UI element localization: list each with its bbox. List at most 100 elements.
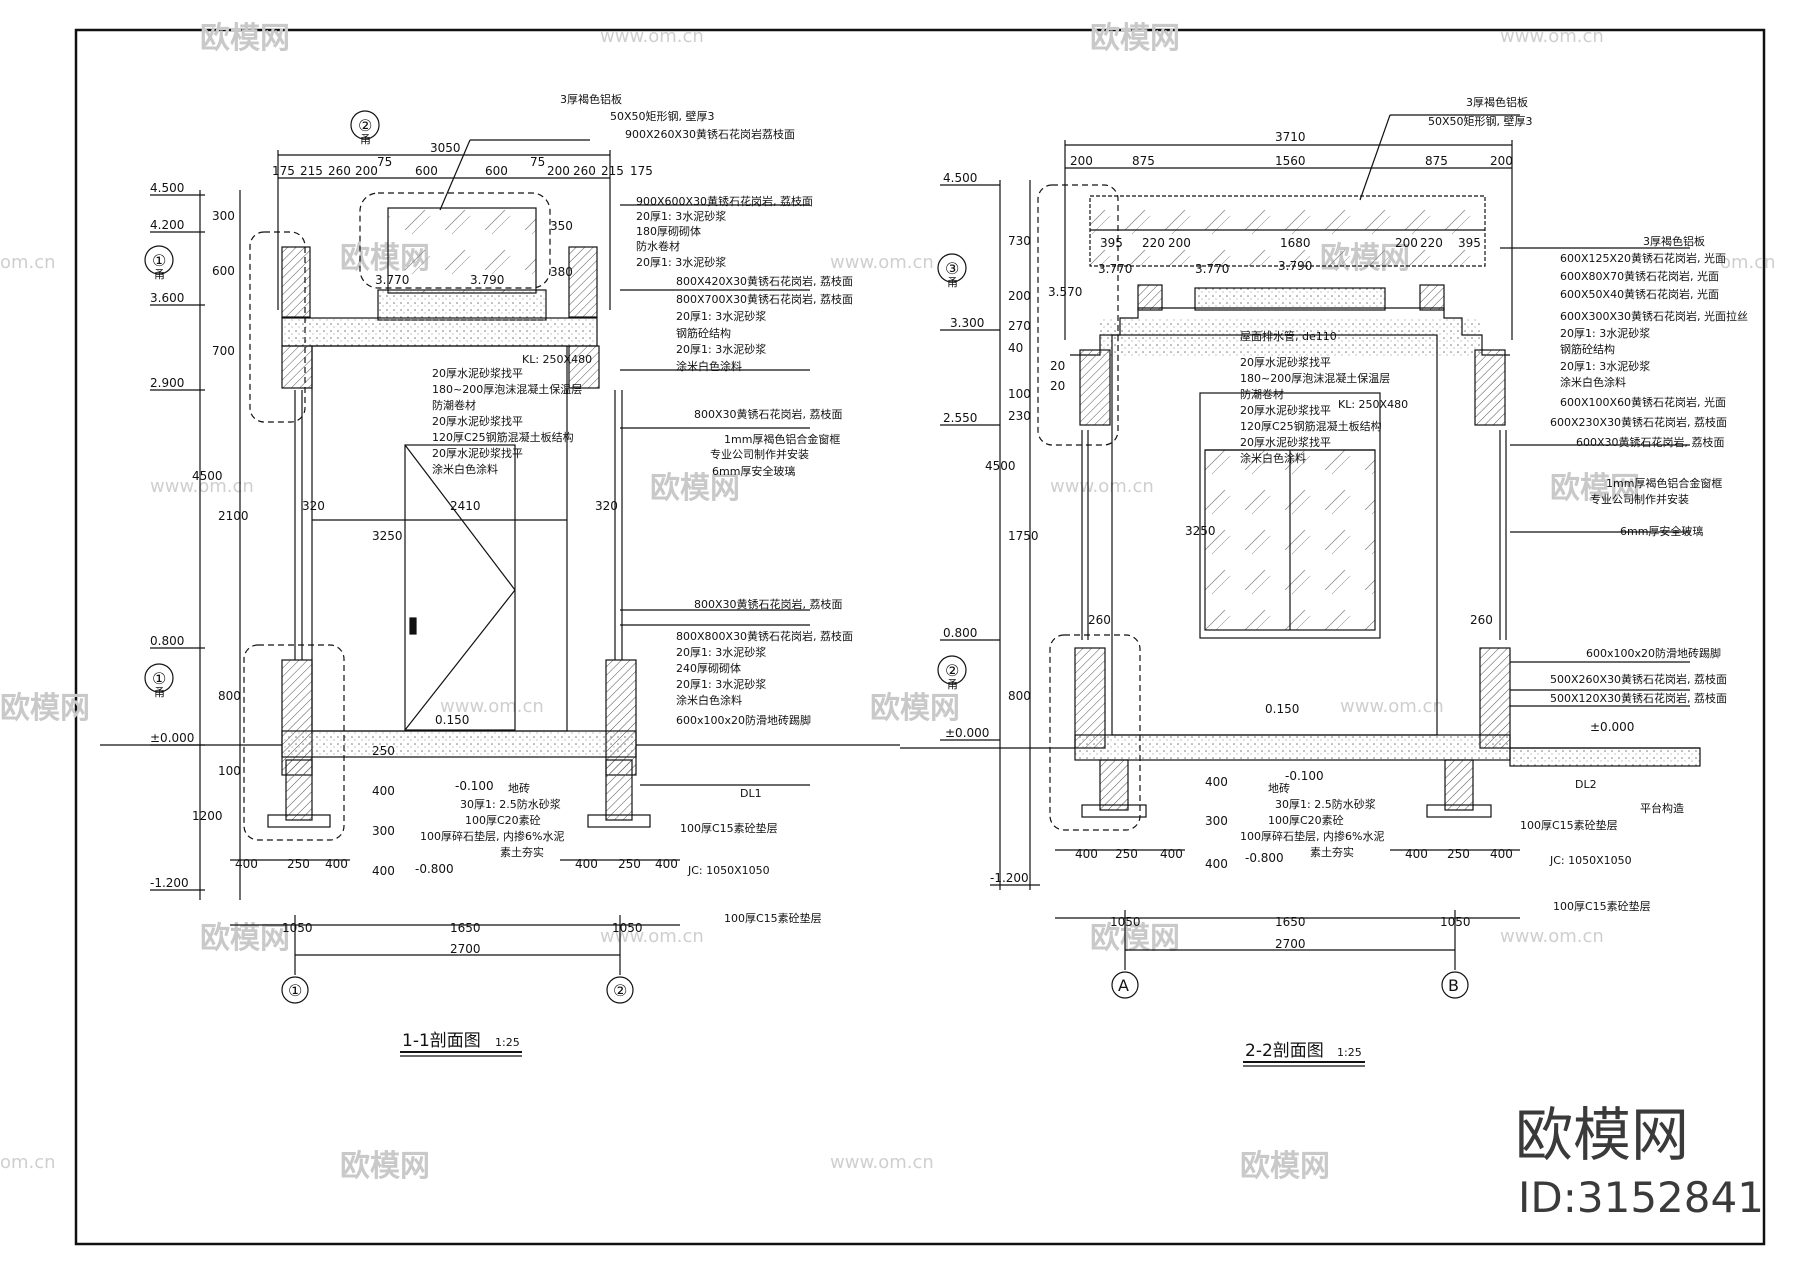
material-callout: 50X50矩形钢, 壁厚3 [1428,114,1533,128]
section-marker-sub: 甬 [947,276,958,289]
material-callout: 800X700X30黄锈石花岗岩, 荔枝面 [676,292,853,306]
dimension-label: 260 [1088,613,1111,627]
section-2-2 [900,114,1701,1067]
grid-axis-label: B [1448,976,1459,995]
roof-layer: 20厚水泥砂浆找平 [1240,355,1331,369]
material-callout: 180厚砌砌体 [636,224,701,238]
drawing-frame [74,28,1766,1246]
material-callout: 1mm厚褐色铝合金窗框 [724,432,840,446]
section-2-2-text: ③ 甬 ② 甬 4.500 3.300 2.550 0.800 ±0.000 -… [943,95,1748,1061]
elevation-label: 2.550 [943,411,977,425]
dimension-label: 215 [601,164,624,178]
watermark-text: 欧模网 [200,21,290,56]
dimension-label: 200 [355,164,378,178]
dimension-label: 400 [372,784,395,798]
elevation-label: 0.800 [943,626,977,640]
level-mark: -0.800 [1245,851,1284,865]
footing-label: 100厚C15素砼垫层 [1553,899,1651,913]
dimension-label: 260 [328,164,351,178]
material-callout: 专业公司制作并安装 [1590,492,1689,506]
section-title: 2-2剖面图 [1245,1041,1324,1061]
dimension-label: 2700 [1275,937,1306,951]
brand-logo-text: 欧模网 [1515,1101,1689,1169]
material-callout: 600X100X60黄锈石花岗岩, 光面 [1560,395,1726,409]
elevation-label: ±0.000 [150,731,194,745]
material-callout: 20厚1: 3水泥砂浆 [676,677,766,691]
section-marker-sub: 甬 [154,268,165,281]
dimension-label: 75 [377,155,392,169]
dimension-label: 400 [1405,847,1428,861]
floor-layer: 地砖 [508,781,530,795]
elevation-label: 0.800 [150,634,184,648]
dimension-label: 400 [655,857,678,871]
dimension-label: 730 [1008,234,1031,248]
dimension-label: 400 [235,857,258,871]
section-marker: ② [358,116,372,135]
watermark-text: 欧模网 [1090,21,1180,56]
footing-label: JC: 1050X1050 [687,864,770,877]
roof-layer: 120厚C25钢筋混凝土板结构 [1240,419,1382,433]
brand-logo: 欧模网 ID:3152841 [1515,1101,1764,1222]
dimension-label: 2410 [450,499,481,513]
dimension-label: 875 [1132,154,1155,168]
roof-layer: 180~200厚泡沫混凝土保温层 [1240,371,1390,385]
material-callout: 涂米白色涂料 [676,693,742,707]
material-callout: 800X30黄锈石花岗岩, 荔枝面 [694,407,843,421]
material-callout: 20厚1: 3水泥砂浆 [1560,359,1650,373]
level-mark: 3.770 [1098,262,1132,276]
dimension-label: 600 [415,164,438,178]
level-mark: -0.800 [415,862,454,876]
section-marker: ① [152,251,166,270]
beam-label: KL: 250X480 [522,353,592,366]
footing-label: 100厚C15素砼垫层 [680,821,778,835]
roof-layer: 20厚水泥砂浆找平 [432,446,523,460]
dimension-label: 250 [1447,847,1470,861]
dimension-label: 100 [1008,387,1031,401]
material-callout: 800X30黄锈石花岗岩, 荔枝面 [694,597,843,611]
dimension-label: 4500 [192,469,223,483]
floor-layer: 素土夯实 [500,845,544,859]
watermark-url: www.om.cn [1050,476,1154,497]
beam-label: KL: 250X480 [1338,398,1408,411]
section-marker: ① [152,669,166,688]
material-callout: 涂米白色涂料 [1560,375,1626,389]
dimension-label: 395 [1100,236,1123,250]
dimension-label: 400 [1205,857,1228,871]
level-mark: 3.770 [1195,262,1229,276]
section-marker-sub: 甬 [154,686,165,699]
dimension-label: 3050 [430,141,461,155]
dimension-label: 3710 [1275,130,1306,144]
dimension-label: 1650 [450,921,481,935]
roof-layer: 120厚C25钢筋混凝土板结构 [432,430,574,444]
material-callout: 钢筋砼结构 [1560,342,1615,356]
dimension-label: 4500 [985,459,1016,473]
floor-layer: 100厚C20素砼 [465,814,541,827]
elevation-label: ±0.000 [945,726,989,740]
dimension-label: 40 [1008,341,1023,355]
material-callout: 600X50X40黄锈石花岗岩, 光面 [1560,287,1719,301]
section-1-1-text: ② 甬 ① 甬 ① 甬 4.500 4.200 3.600 2.900 0.80… [150,92,853,1051]
roof-layer: 涂米白色涂料 [1240,451,1306,465]
elevation-label: ±0.000 [1590,720,1634,734]
floor-layer: 30厚1: 2.5防水砂浆 [460,797,561,811]
dimension-label: 1750 [1008,529,1039,543]
material-callout: 20厚1: 3水泥砂浆 [676,645,766,659]
section-scale: 1:25 [1337,1046,1362,1059]
material-callout: 500X260X30黄锈石花岗岩, 荔枝面 [1550,672,1727,686]
dimension-label: 2100 [218,509,249,523]
roof-layer: 涂米白色涂料 [432,462,498,476]
level-mark: 3.770 [375,273,409,287]
dimension-label: 200 [1395,236,1418,250]
watermark-url: www.om.cn [150,476,254,497]
material-callout: 20厚1: 3水泥砂浆 [676,342,766,356]
material-callout: 防水卷材 [636,239,680,253]
dimension-label: 200 [547,164,570,178]
dimension-label: 800 [218,689,241,703]
material-callout: 20厚1: 3水泥砂浆 [636,255,726,269]
dimension-label: 400 [1490,847,1513,861]
elevation-label: 4.500 [943,171,977,185]
material-callout: 3厚褐色铝板 [1643,234,1705,248]
watermark-url: www.om.cn [830,1152,934,1173]
roof-layer: 防潮卷材 [1240,387,1284,401]
section-marker-sub: 甬 [947,678,958,691]
